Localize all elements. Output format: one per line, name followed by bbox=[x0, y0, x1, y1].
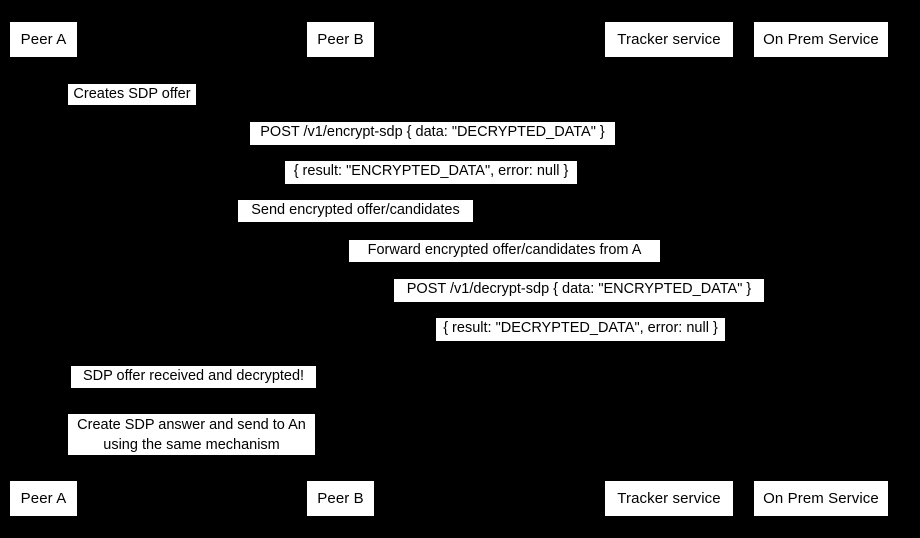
participant-on-prem-service[interactable]: On Prem Service bbox=[754, 481, 888, 516]
participant-peer-a[interactable]: Peer A bbox=[10, 481, 77, 516]
participant-on-prem-service[interactable]: On Prem Service bbox=[754, 22, 888, 57]
message-label-decrypt-sdp-response: { result: "DECRYPTED_DATA", error: null … bbox=[436, 318, 725, 341]
participant-tracker-service[interactable]: Tracker service bbox=[605, 481, 733, 516]
lifeline-on-prem-service bbox=[821, 57, 822, 481]
lifeline-peer-b bbox=[340, 57, 341, 481]
message-label-sdp-offer-received: SDP offer received and decrypted! bbox=[71, 366, 316, 388]
lifeline-peer-a bbox=[43, 57, 44, 481]
message-label-forward-encrypted-offer: Forward encrypted offer/candidates from … bbox=[349, 240, 660, 262]
participant-peer-b[interactable]: Peer B bbox=[307, 481, 374, 516]
message-label-encrypt-sdp-response: { result: "ENCRYPTED_DATA", error: null … bbox=[285, 161, 577, 184]
participant-tracker-service[interactable]: Tracker service bbox=[605, 22, 733, 57]
message-label-send-encrypted-offer: Send encrypted offer/candidates bbox=[238, 200, 473, 222]
message-label-create-sdp-answer-note: Create SDP answer and send to An using t… bbox=[68, 414, 315, 455]
message-label-post-encrypt-sdp-request: POST /v1/encrypt-sdp { data: "DECRYPTED_… bbox=[250, 122, 615, 145]
participant-peer-b[interactable]: Peer B bbox=[307, 22, 374, 57]
message-label-post-decrypt-sdp-request: POST /v1/decrypt-sdp { data: "ENCRYPTED_… bbox=[394, 279, 764, 302]
lifeline-tracker-service bbox=[669, 57, 670, 481]
message-label-creates-sdp-offer: Creates SDP offer bbox=[68, 84, 196, 105]
participant-peer-a[interactable]: Peer A bbox=[10, 22, 77, 57]
